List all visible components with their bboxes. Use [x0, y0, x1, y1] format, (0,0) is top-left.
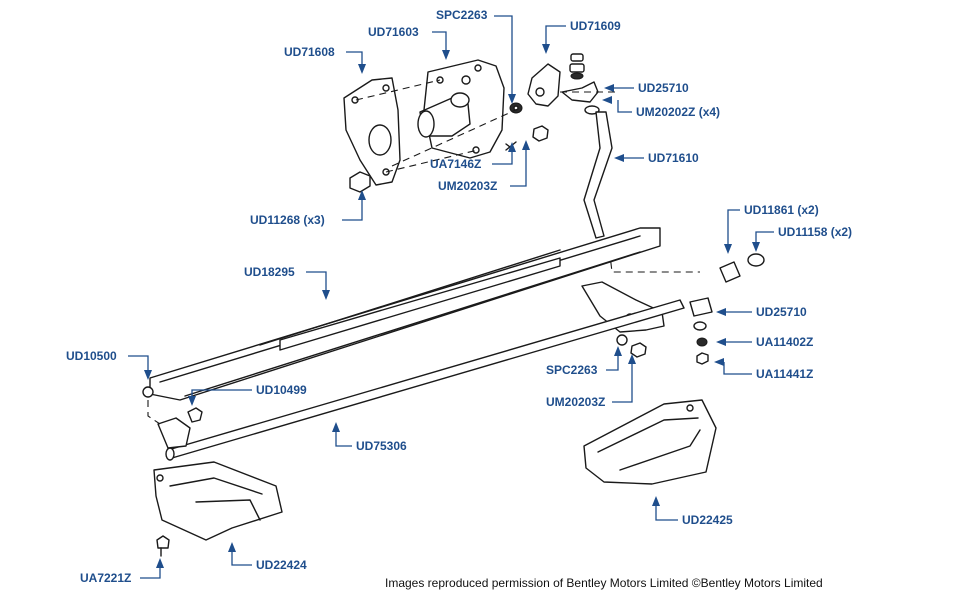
- crank-arm-ud71609: [527, 53, 600, 115]
- callout-spc2263-top: SPC2263: [436, 8, 488, 22]
- copyright-credit: Images reproduced permission of Bentley …: [385, 576, 823, 590]
- callout-ud71608: UD71608: [284, 45, 335, 59]
- callout-ud22424: UD22424: [256, 558, 307, 572]
- callout-um20202z: UM20202Z (x4): [636, 105, 721, 119]
- callout-ud25710-mid: UD25710: [756, 305, 807, 319]
- drive-shaft-ud75306: [165, 299, 685, 461]
- callout-ud11268: UD11268 (x3): [250, 213, 325, 227]
- callout-ud71609: UD71609: [570, 19, 621, 33]
- motor-fixings: [349, 102, 549, 193]
- left-crank-assembly: [142, 386, 203, 449]
- bracket-ud22425: [583, 399, 717, 485]
- assembly-lines-upper: [355, 79, 700, 273]
- callout-ua7221z: UA7221Z: [80, 571, 132, 585]
- callout-ud25710-top: UD25710: [638, 81, 689, 95]
- linkage-bar-ud18295: [149, 227, 661, 401]
- mounting-plate-ud71608: [343, 77, 401, 186]
- callout-spc2263-mid: SPC2263: [546, 363, 598, 377]
- wiper-motor-ud71603: [417, 59, 505, 159]
- callout-ua11402z: UA11402Z: [756, 335, 814, 349]
- callout-ud18295: UD18295: [244, 265, 295, 279]
- callout-ud22425: UD22425: [682, 513, 733, 527]
- link-rod-ud71610: [583, 111, 613, 239]
- callout-ud71610: UD71610: [648, 151, 699, 165]
- callout-ud11861: UD11861 (x2): [744, 203, 819, 217]
- callout-ud10499: UD10499: [256, 383, 307, 397]
- callout-ud10500: UD10500: [66, 349, 117, 363]
- callout-ua11441z: UA11441Z: [756, 367, 814, 381]
- bracket-ud22424: [153, 461, 283, 557]
- callout-um20203z-top: UM20203Z: [438, 179, 498, 193]
- callout-leaders: [128, 15, 774, 579]
- callout-ud11158: UD11158 (x2): [778, 225, 853, 239]
- callout-ud75306: UD75306: [356, 439, 407, 453]
- callout-um20203z-mid: UM20203Z: [546, 395, 606, 409]
- callout-ud71603: UD71603: [368, 25, 419, 39]
- callout-ua7146z: UA7146Z: [430, 157, 482, 171]
